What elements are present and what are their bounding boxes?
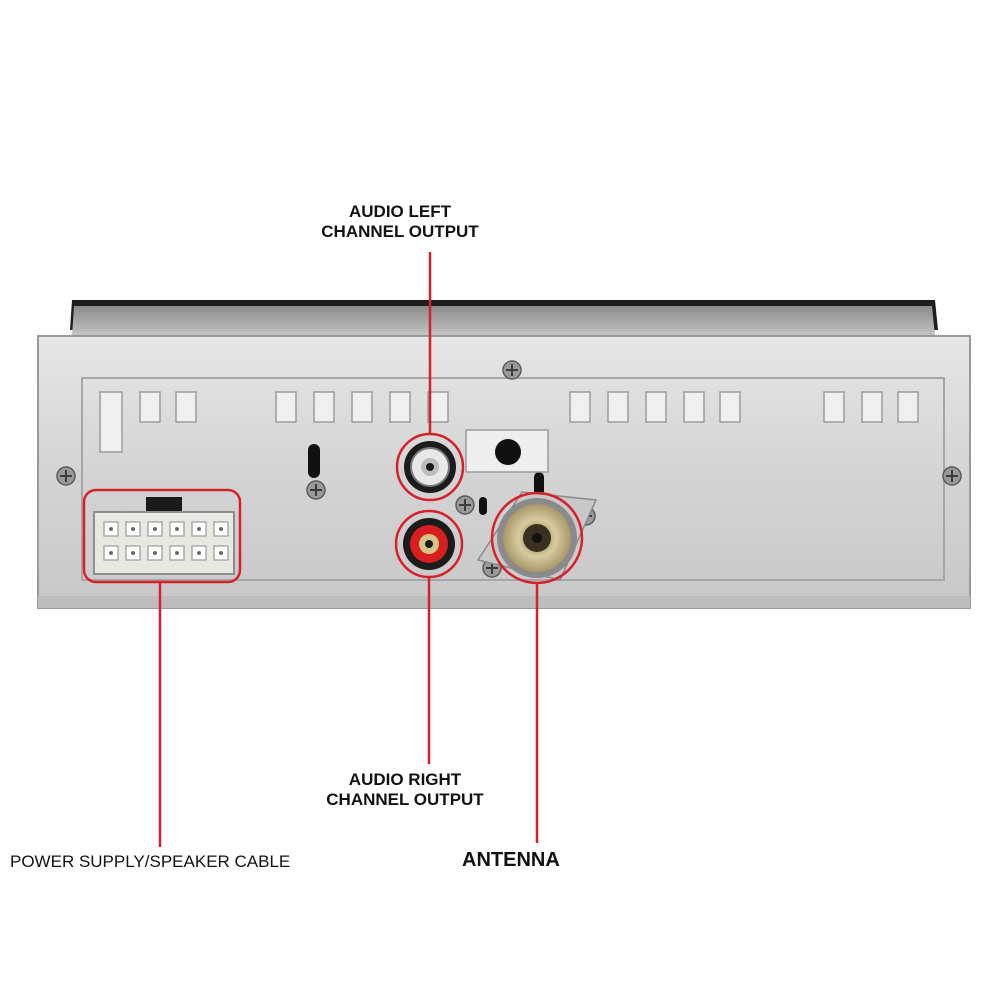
label-audio-left-output: AUDIO LEFT CHANNEL OUTPUT [300,202,500,243]
power-connector [93,497,235,575]
callout-power-box [82,488,242,584]
rca-right-jack [403,518,455,570]
label-audio-right-line1: AUDIO RIGHT [348,770,462,789]
vent-slots [99,391,919,453]
top-housing [70,300,938,336]
label-audio-left-line1: AUDIO LEFT [349,202,451,221]
label-audio-right-output: AUDIO RIGHT CHANNEL OUTPUT [290,770,520,811]
rca-left-jack [404,441,456,493]
label-antenna: ANTENNA [462,849,560,871]
callout-lines [82,252,584,847]
label-power-supply: POWER SUPPLY/SPEAKER CABLE [10,852,291,871]
label-audio-left-line2: CHANNEL OUTPUT [321,222,479,242]
label-audio-right-line2: CHANNEL OUTPUT [326,790,484,810]
antenna-jack [476,491,598,581]
